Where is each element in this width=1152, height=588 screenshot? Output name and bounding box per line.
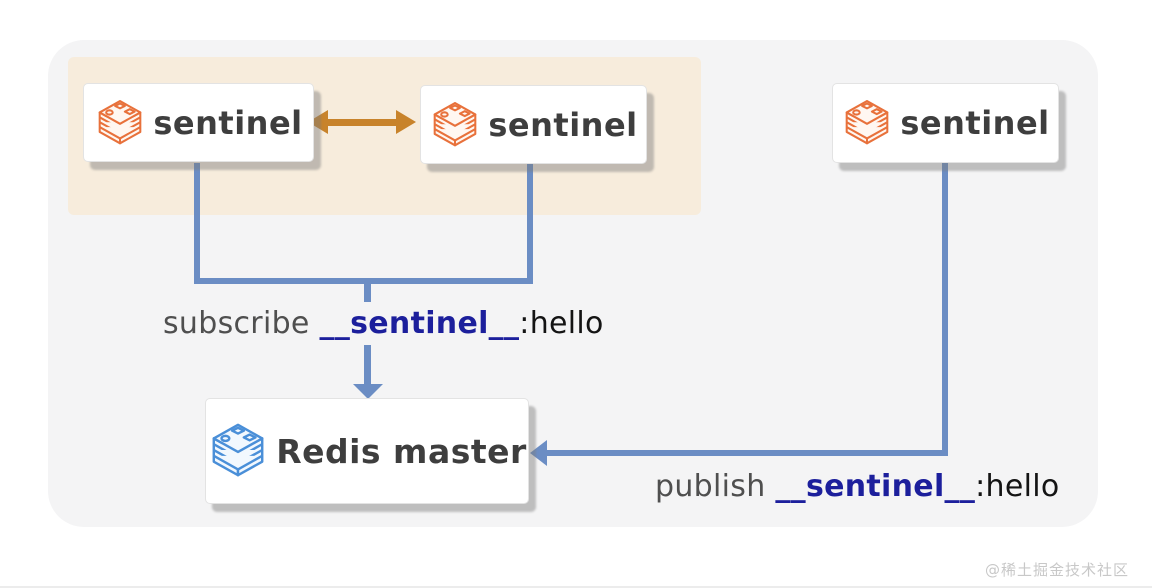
bottom-divider [0, 586, 1152, 588]
publish-channel: __sentinel__ [775, 469, 976, 504]
arrowhead-left-icon [530, 440, 547, 466]
connector-sentinel3-down [942, 162, 948, 456]
watermark: @稀土掘金技术社区 [985, 561, 1130, 579]
subscribe-channel: __sentinel__ [319, 306, 520, 341]
publish-suffix: :hello [975, 469, 1060, 504]
connector-join-horizontal [194, 278, 533, 284]
node-label: Redis master [276, 431, 527, 471]
connector-join-stub [364, 284, 371, 302]
peer-arrowhead-right-icon [396, 110, 416, 134]
connector-publish-horizontal [546, 450, 948, 456]
connector-sentinel-peer [326, 119, 398, 126]
subscribe-verb: subscribe [163, 306, 320, 341]
connector-sentinel1-down [194, 163, 200, 281]
node-redis-master: Redis master [205, 398, 529, 504]
subscribe-suffix: :hello [519, 306, 604, 341]
redis-master-icon [207, 420, 269, 482]
node-sentinel-2: sentinel [420, 85, 647, 164]
node-label: sentinel [900, 104, 1050, 142]
publish-label: publish __sentinel__:hello [655, 469, 1060, 504]
redis-sentinel-icon [94, 97, 146, 149]
arrowhead-down-icon [353, 384, 383, 399]
connector-sentinel2-down [527, 163, 533, 281]
subscribe-label: subscribe __sentinel__:hello [163, 306, 604, 341]
node-label: sentinel [153, 103, 303, 142]
connector-subscribe-shaft [364, 345, 371, 385]
node-sentinel-1: sentinel [83, 83, 314, 162]
publish-verb: publish [655, 469, 776, 504]
redis-sentinel-icon [841, 97, 893, 149]
node-sentinel-3: sentinel [832, 83, 1059, 163]
redis-sentinel-icon [429, 99, 481, 151]
node-label: sentinel [488, 105, 638, 144]
